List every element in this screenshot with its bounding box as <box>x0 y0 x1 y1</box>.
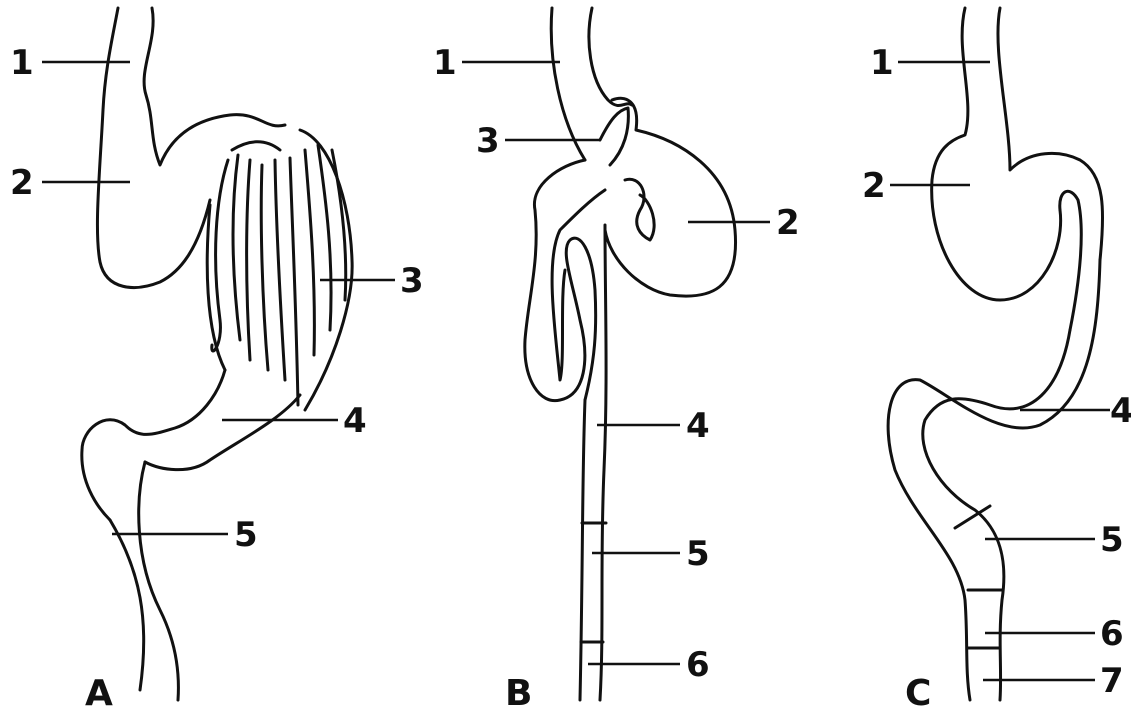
panel-b-label: B <box>505 673 532 714</box>
panel-b <box>525 8 736 700</box>
panel-b-esophagus <box>551 8 632 160</box>
panel-c-label: C <box>905 673 931 714</box>
label-c-7: 7 <box>1100 661 1124 701</box>
label-b-2: 2 <box>776 203 800 243</box>
label-b-4: 4 <box>686 406 710 446</box>
label-b-5: 5 <box>686 534 710 574</box>
panel-b-coil <box>525 160 605 401</box>
label-a-2: 2 <box>10 163 34 203</box>
label-b-1: 1 <box>433 43 457 83</box>
panel-a-rectum <box>110 462 178 700</box>
panel-c <box>888 8 1103 700</box>
label-a-5: 5 <box>234 515 258 555</box>
label-a-3: 3 <box>400 261 424 301</box>
label-a-4: 4 <box>343 401 367 441</box>
panel-a-label: A <box>85 673 113 714</box>
panel-b-hindgut <box>580 225 606 700</box>
label-c-5: 5 <box>1100 520 1124 560</box>
label-b-6: 6 <box>686 645 710 685</box>
panel-c-esophagus <box>932 8 1103 300</box>
label-c-4: 4 <box>1110 391 1131 431</box>
panel-b-caecum <box>600 108 654 240</box>
labels: 1 2 3 4 5 A 1 3 2 4 5 6 B 1 2 4 5 6 7 C <box>10 43 1131 714</box>
panel-a-intestine-lower-wall <box>145 395 300 470</box>
panel-a-intestine <box>82 370 225 520</box>
panel-b-stomach <box>605 98 736 296</box>
label-c-2: 2 <box>862 166 886 206</box>
label-c-1: 1 <box>870 43 894 83</box>
panel-a-caeca <box>207 130 352 410</box>
label-c-6: 6 <box>1100 614 1124 654</box>
label-b-3: 3 <box>476 121 500 161</box>
panel-a <box>82 8 352 700</box>
leader-lines <box>42 62 1110 680</box>
label-a-1: 1 <box>10 43 34 83</box>
panel-c-stomach-inner <box>1060 191 1081 330</box>
